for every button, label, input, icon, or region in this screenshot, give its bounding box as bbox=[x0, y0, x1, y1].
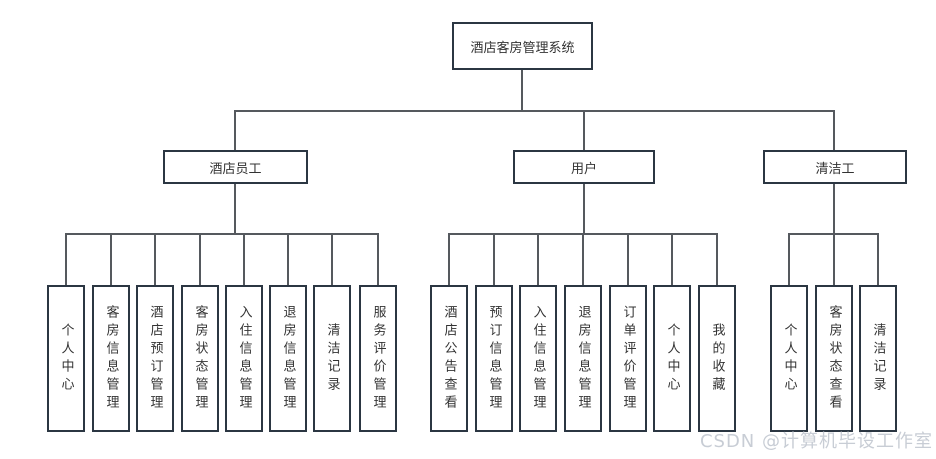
connector-line bbox=[583, 184, 585, 233]
leaf-label: 酒店预订管理 bbox=[147, 304, 163, 413]
connector-line bbox=[537, 233, 539, 285]
leaf-label: 入住信息管理 bbox=[236, 304, 252, 413]
leaf-node-cleaning-record: 清洁记录 bbox=[313, 285, 351, 432]
connector-line bbox=[154, 233, 156, 285]
leaf-label: 清洁记录 bbox=[870, 322, 886, 395]
connector-line bbox=[788, 233, 790, 285]
group-node-cleaner: 清洁工 bbox=[763, 150, 907, 184]
leaf-node-personal-center: 个人中心 bbox=[770, 285, 808, 432]
connector-line bbox=[65, 233, 67, 285]
leaf-label: 客房状态查看 bbox=[826, 304, 842, 413]
connector-line bbox=[671, 233, 673, 285]
connector-line bbox=[331, 233, 333, 285]
leaf-label: 个人中心 bbox=[664, 322, 680, 395]
connector-line bbox=[833, 110, 835, 150]
leaf-label: 客房状态管理 bbox=[192, 304, 208, 413]
leaf-label: 清洁记录 bbox=[324, 322, 340, 395]
group-node-label: 用户 bbox=[570, 161, 597, 177]
connector-line bbox=[199, 233, 201, 285]
connector-line bbox=[877, 233, 879, 285]
leaf-node-my-favorites: 我的收藏 bbox=[698, 285, 736, 432]
leaf-node-hotel-booking-management: 酒店预订管理 bbox=[136, 285, 174, 432]
leaf-node-personal-center: 个人中心 bbox=[47, 285, 85, 432]
leaf-label: 我的收藏 bbox=[709, 322, 725, 395]
connector-line bbox=[493, 233, 495, 285]
leaf-node-room-status-view: 客房状态查看 bbox=[815, 285, 853, 432]
leaf-node-room-info-management: 客房信息管理 bbox=[92, 285, 130, 432]
leaf-node-personal-center: 个人中心 bbox=[653, 285, 691, 432]
leaf-label: 服务评价管理 bbox=[370, 304, 386, 413]
leaf-label: 订单评价管理 bbox=[620, 304, 636, 413]
leaf-node-checkin-info-management: 入住信息管理 bbox=[519, 285, 557, 432]
connector-line bbox=[716, 233, 718, 285]
group-node-user: 用户 bbox=[513, 150, 655, 184]
connector-line bbox=[521, 70, 523, 111]
connector-line bbox=[234, 184, 236, 233]
leaf-node-checkout-info-management: 退房信息管理 bbox=[564, 285, 602, 432]
connector-line bbox=[833, 233, 835, 285]
connector-line bbox=[627, 233, 629, 285]
leaf-label: 退房信息管理 bbox=[575, 304, 591, 413]
leaf-node-booking-info-management: 预订信息管理 bbox=[475, 285, 513, 432]
leaf-label: 入住信息管理 bbox=[530, 304, 546, 413]
connector-line bbox=[377, 233, 379, 285]
connector-line bbox=[448, 233, 450, 285]
root-node-hotel-room-management-system: 酒店客房管理系统 bbox=[452, 22, 593, 70]
leaf-label: 预订信息管理 bbox=[486, 304, 502, 413]
leaf-label: 酒店公告查看 bbox=[441, 304, 457, 413]
leaf-node-room-status-management: 客房状态管理 bbox=[181, 285, 219, 432]
leaf-node-cleaning-record: 清洁记录 bbox=[859, 285, 897, 432]
leaf-node-hotel-announcement-view: 酒店公告查看 bbox=[430, 285, 468, 432]
group-node-hotel-staff: 酒店员工 bbox=[163, 150, 308, 184]
connector-line bbox=[234, 110, 835, 112]
connector-line bbox=[583, 110, 585, 150]
leaf-label: 客房信息管理 bbox=[103, 304, 119, 413]
connector-line bbox=[833, 184, 835, 233]
connector-line bbox=[243, 233, 245, 285]
connector-line bbox=[287, 233, 289, 285]
leaf-node-order-evaluation-management: 订单评价管理 bbox=[609, 285, 647, 432]
leaf-label: 退房信息管理 bbox=[280, 304, 296, 413]
connector-line bbox=[65, 233, 379, 235]
leaf-node-checkout-info-management: 退房信息管理 bbox=[269, 285, 307, 432]
group-node-label: 清洁工 bbox=[815, 161, 855, 177]
connector-line bbox=[110, 233, 112, 285]
group-node-label: 酒店员工 bbox=[209, 161, 262, 177]
leaf-label: 个人中心 bbox=[781, 322, 797, 395]
connector-line bbox=[582, 233, 584, 285]
root-node-label: 酒店客房管理系统 bbox=[470, 40, 575, 56]
connector-line bbox=[234, 110, 236, 150]
leaf-label: 个人中心 bbox=[58, 322, 74, 395]
leaf-node-service-evaluation-management: 服务评价管理 bbox=[359, 285, 397, 432]
leaf-node-checkin-info-management: 入住信息管理 bbox=[225, 285, 263, 432]
